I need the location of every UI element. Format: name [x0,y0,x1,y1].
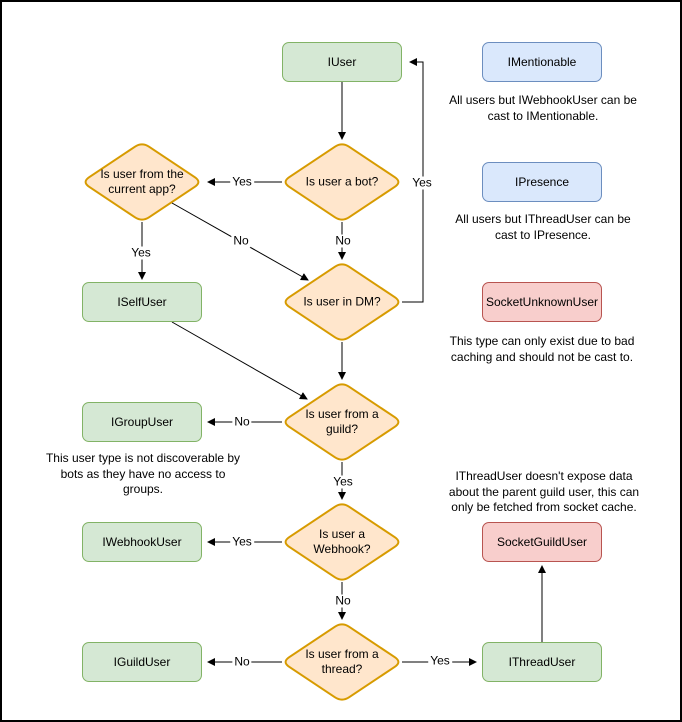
decision-is-webhook-label: Is user a Webhook? [313,527,371,556]
decision-from-current-app-label: Is user from the current app? [100,167,184,196]
edge-label-app-no: No [231,233,251,248]
decision-is-bot-label: Is user a bot? [305,174,379,189]
arrow-iselfuser-to-fromguild [171,321,308,400]
edge-label-guild-no: No [232,414,252,429]
decision-in-dm-label: Is user in DM? [303,294,381,309]
edge-label-thread-yes: Yes [428,653,452,668]
note-ithreaduser: IThreadUser doesn't expose data about th… [448,469,640,514]
node-socketguilduser: SocketGuildUser [482,522,602,562]
edge-label-webhook-no: No [333,593,353,608]
decision-from-thread-label: Is user from a thread? [305,647,379,676]
edge-label-dm-yes: Yes [410,175,434,190]
note-ipresence: All users but IThreadUser can be cast to… [455,212,631,242]
edge-label-thread-no: No [232,654,252,669]
note-imentionable: All users but IWebhookUser can be cast t… [449,93,637,123]
edge-label-bot-yes: Yes [230,174,254,189]
edge-label-guild-yes: Yes [331,474,355,489]
node-iwebhookuser: IWebhookUser [82,522,202,562]
decision-from-guild-label: Is user from a guild? [305,407,379,436]
node-igroupuser: IGroupUser [82,402,202,442]
edge-label-app-yes: Yes [129,245,153,260]
node-imentionable: IMentionable [482,42,602,82]
node-socketunknownuser: SocketUnknownUser [482,282,602,322]
note-igroupuser: This user type is not discoverable by bo… [45,451,241,496]
edge-label-bot-no: No [333,233,353,248]
node-iselfuser: ISelfUser [82,282,202,322]
node-iuser: IUser [282,42,402,82]
node-ipresence: IPresence [482,162,602,202]
node-iguilduser: IGuildUser [82,642,202,682]
node-ithreaduser: IThreadUser [482,642,602,682]
note-socketunknownuser: This type can only exist due to bad cach… [449,334,635,364]
edge-label-webhook-yes: Yes [230,534,254,549]
